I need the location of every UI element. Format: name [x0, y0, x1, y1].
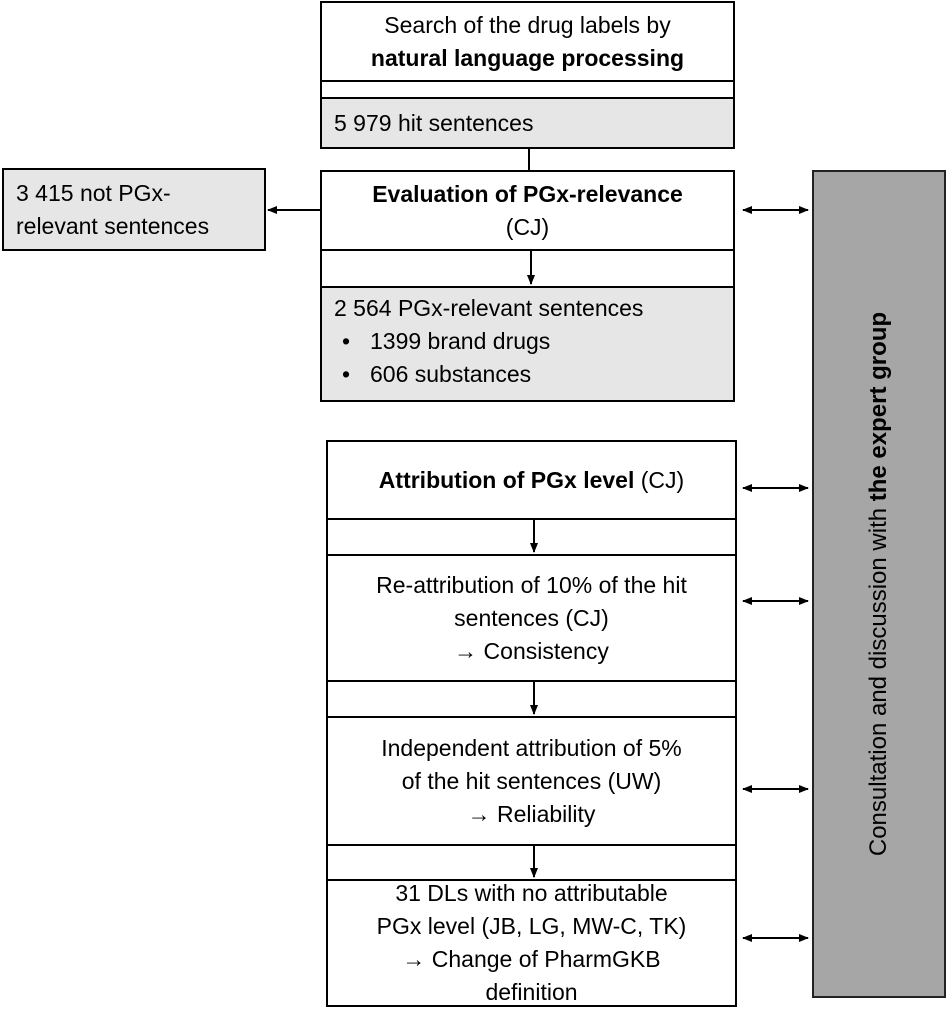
divider-3	[326, 680, 737, 682]
not-relevant-line1: 3 415 not PGx-	[16, 179, 171, 206]
divider-6	[326, 879, 737, 881]
dls-line3: → Change of PharmGKB	[402, 946, 661, 972]
dls-line4: definition	[485, 979, 578, 1005]
relevant-bullets: 1399 brand drugs 606 substances	[334, 325, 550, 391]
independent-line1: Independent attribution of 5%	[381, 734, 682, 761]
divider-2	[326, 554, 737, 556]
not-relevant-box	[2, 168, 266, 251]
divider-1	[326, 518, 737, 520]
independent-text: Independent attribution of 5% of the hit…	[328, 718, 735, 844]
relevant-text: 2 564 PGx-relevant sentences 1399 brand …	[322, 292, 733, 396]
connector-search-eval	[528, 149, 530, 170]
hits-text: 5 979 hit sentences	[322, 99, 733, 147]
attribution-title-bold: Attribution of PGx level	[378, 466, 635, 493]
reattribution-line1: Re-attribution of 10% of the hit	[376, 571, 687, 598]
divider-4	[326, 716, 737, 718]
reattribution-line3: → Consistency	[454, 637, 609, 664]
attribution-box	[326, 440, 737, 1007]
dls-line1: 31 DLs with no attributable	[395, 880, 668, 906]
not-relevant-line2: relevant sentences	[16, 212, 210, 239]
not-relevant-text: 3 415 not PGx- relevant sentences	[4, 170, 264, 249]
bullet-substances: 606 substances	[334, 358, 550, 391]
expert-group-sidebar: Consultation and discussion with the exp…	[812, 170, 946, 998]
search-title: Search of the drug labels by natural lan…	[322, 5, 733, 79]
attribution-title: Attribution of PGx level (CJ)	[328, 442, 735, 518]
independent-line3: → Reliability	[467, 800, 596, 827]
hits-box	[320, 97, 735, 149]
attribution-who: (CJ)	[634, 466, 685, 493]
bullet-brand-drugs: 1399 brand drugs	[334, 325, 550, 358]
dls-line2: PGx level (JB, LG, MW-C, TK)	[376, 913, 687, 939]
search-line1: Search of the drug labels by	[384, 12, 671, 38]
evaluation-title-bold: Evaluation of PGx-relevance	[372, 181, 683, 207]
reattribution-line2: sentences (CJ)	[454, 604, 609, 631]
evaluation-title: Evaluation of PGx-relevance (CJ)	[322, 176, 733, 246]
divider-5	[326, 844, 737, 846]
evaluation-divider	[320, 249, 735, 251]
independent-line2: of the hit sentences (UW)	[401, 767, 662, 794]
evaluation-who: (CJ)	[505, 214, 550, 240]
search-line2: natural language processing	[370, 45, 685, 71]
reattribution-text: Re-attribution of 10% of the hit sentenc…	[328, 556, 735, 680]
dls-text: 31 DLs with no attributable PGx level (J…	[328, 880, 735, 1005]
relevant-title: 2 564 PGx-relevant sentences	[334, 295, 644, 321]
hits-value: 5 979 hit sentences	[334, 109, 534, 136]
search-divider	[320, 80, 735, 82]
